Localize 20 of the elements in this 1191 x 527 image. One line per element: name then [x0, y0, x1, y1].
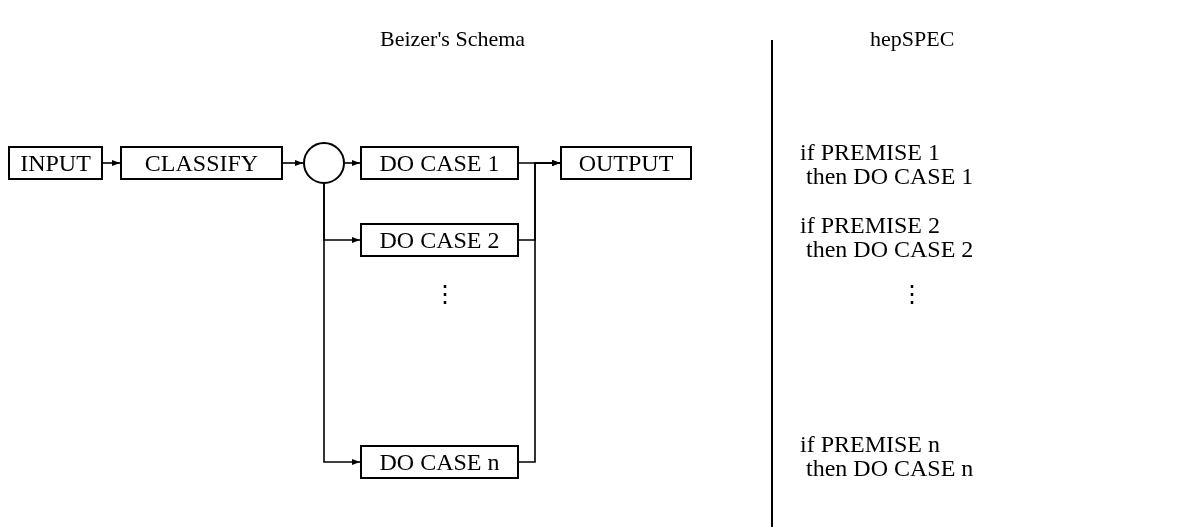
rule-text: then DO CASE 2: [806, 237, 974, 261]
process-box: OUTPUT: [560, 146, 692, 180]
rule-text: if PREMISE n: [800, 432, 940, 456]
process-box: INPUT: [8, 146, 103, 180]
process-box: CLASSIFY: [120, 146, 283, 180]
process-box: DO CASE 2: [360, 223, 519, 257]
ellipsis-mark: ⋮: [433, 282, 457, 306]
rule-text: if PREMISE 2: [800, 213, 940, 237]
column-heading: hepSPEC: [870, 28, 955, 50]
process-box: DO CASE 1: [360, 146, 519, 180]
arrow: [102, 160, 121, 166]
rule-text: if PREMISE 1: [800, 140, 940, 164]
ellipsis-mark: ⋮: [900, 282, 924, 306]
column-heading: Beizer's Schema: [380, 28, 526, 50]
arrow: [323, 183, 361, 465]
rule-text: then DO CASE 1: [806, 164, 974, 188]
process-box: DO CASE n: [360, 445, 519, 479]
arrow: [282, 160, 304, 166]
rule-text: then DO CASE n: [806, 456, 974, 480]
arrow: [344, 160, 361, 166]
